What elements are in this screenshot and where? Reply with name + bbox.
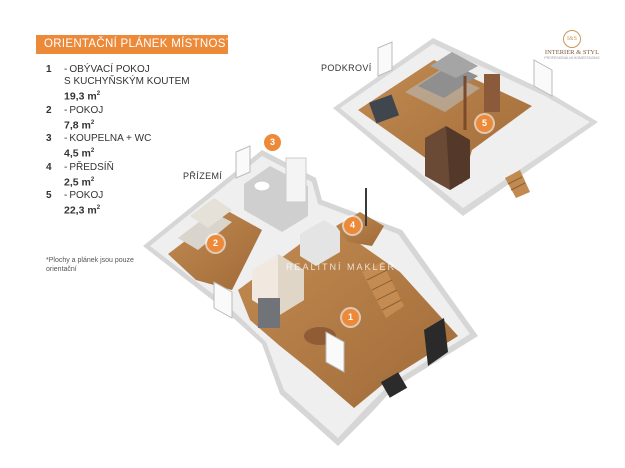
logo-subtitle: PROFESIONÁLNÍ HOMESTAGING <box>544 56 600 60</box>
attic-floor-plan <box>333 38 598 216</box>
legend-number: 2 <box>46 104 52 116</box>
ground-window-door <box>325 331 345 373</box>
legend-room-name: POKOJ <box>69 190 104 201</box>
bathroom-shower <box>285 157 307 203</box>
kitchen-island-side <box>278 254 304 316</box>
logo-mark: I&S <box>563 30 581 48</box>
legend-room-name: POKOJ <box>69 104 104 116</box>
attic-wardrobe-side <box>446 126 470 190</box>
plan-title: ORIENTAČNÍ PLÁNEK MÍSTNOSTÍ <box>36 35 236 54</box>
legend-number: 5 <box>46 190 52 201</box>
legend-item-3: 3 -KOUPELNA + WC 4,5 m2 <box>46 133 152 160</box>
legend-item-5: 5 -POKOJ 22,3 m2 <box>46 190 104 217</box>
floor-label-attic: PODKROVÍ <box>321 63 372 73</box>
attic-shelf <box>484 74 500 112</box>
room-2-sofa-back <box>190 198 232 228</box>
ground-window-left <box>235 145 251 179</box>
disclaimer-note: *Plochy a plánek jsou pouze orientační <box>46 257 134 273</box>
legend-item-1: 1 -OBÝVACÍ POKOJ S KUCHYŇSKÝM KOUTEM 19,… <box>46 64 216 103</box>
attic-window-left <box>377 41 393 77</box>
living-armchair <box>380 372 408 398</box>
attic-stair-step <box>507 176 523 185</box>
logo-name: INTERIER & STYL <box>544 49 600 56</box>
attic-armchair <box>368 94 400 124</box>
room-2-sofa <box>178 212 232 250</box>
legend-room-name: KOUPELNA + WC <box>69 133 152 144</box>
room-marker-5: 5 <box>476 115 493 132</box>
room-legend: 1 -OBÝVACÍ POKOJ S KUCHYŇSKÝM KOUTEM 19,… <box>46 64 216 219</box>
ground-window-bottom <box>213 281 233 319</box>
bathroom-toilet <box>253 180 271 192</box>
attic-sofa-back <box>430 52 478 78</box>
room-marker-3: 3 <box>264 134 281 151</box>
stair-step <box>366 269 388 281</box>
ground-floor-plan <box>143 145 478 446</box>
legend-room-area: 2,5 m <box>64 176 91 188</box>
attic-stairs <box>505 170 530 198</box>
attic-window-right <box>533 59 553 97</box>
watermark-text: REALITNÍ MAKLÉŘ <box>286 262 397 272</box>
kitchen-fridge <box>258 298 280 328</box>
legend-room-name-line2: S KUCHYŇSKÝM KOUTEM <box>64 76 190 87</box>
stair-step <box>371 279 393 291</box>
legend-room-name: OBÝVACÍ POKOJ <box>69 64 150 75</box>
legend-number: 3 <box>46 133 52 144</box>
floor-label-ground: PŘÍZEMÍ <box>183 171 223 181</box>
room-marker-4: 4 <box>344 217 361 234</box>
legend-room-area: 22,3 m <box>64 204 97 217</box>
attic-stair-step <box>510 182 526 191</box>
legend-item-4: 4 -PŘEDSÍŇ 2,5 m2 <box>46 161 114 189</box>
stair-step <box>381 299 402 311</box>
kitchen-counter <box>300 220 340 266</box>
tv-unit <box>424 318 448 366</box>
legend-room-area: 4,5 m <box>64 147 91 160</box>
room-marker-2: 2 <box>207 235 224 252</box>
stair-step <box>376 289 398 301</box>
legend-item-2: 2 -POKOJ 7,8 m2 <box>46 104 104 132</box>
legend-room-area: 7,8 m <box>64 119 91 131</box>
room-marker-1: 1 <box>342 309 359 326</box>
company-logo: I&S INTERIER & STYL PROFESIONÁLNÍ HOMEST… <box>542 30 602 60</box>
legend-number: 4 <box>46 161 52 173</box>
legend-room-name: PŘEDSÍŇ <box>69 161 114 173</box>
legend-number: 1 <box>46 64 52 75</box>
legend-room-area: 19,3 m <box>64 90 97 103</box>
